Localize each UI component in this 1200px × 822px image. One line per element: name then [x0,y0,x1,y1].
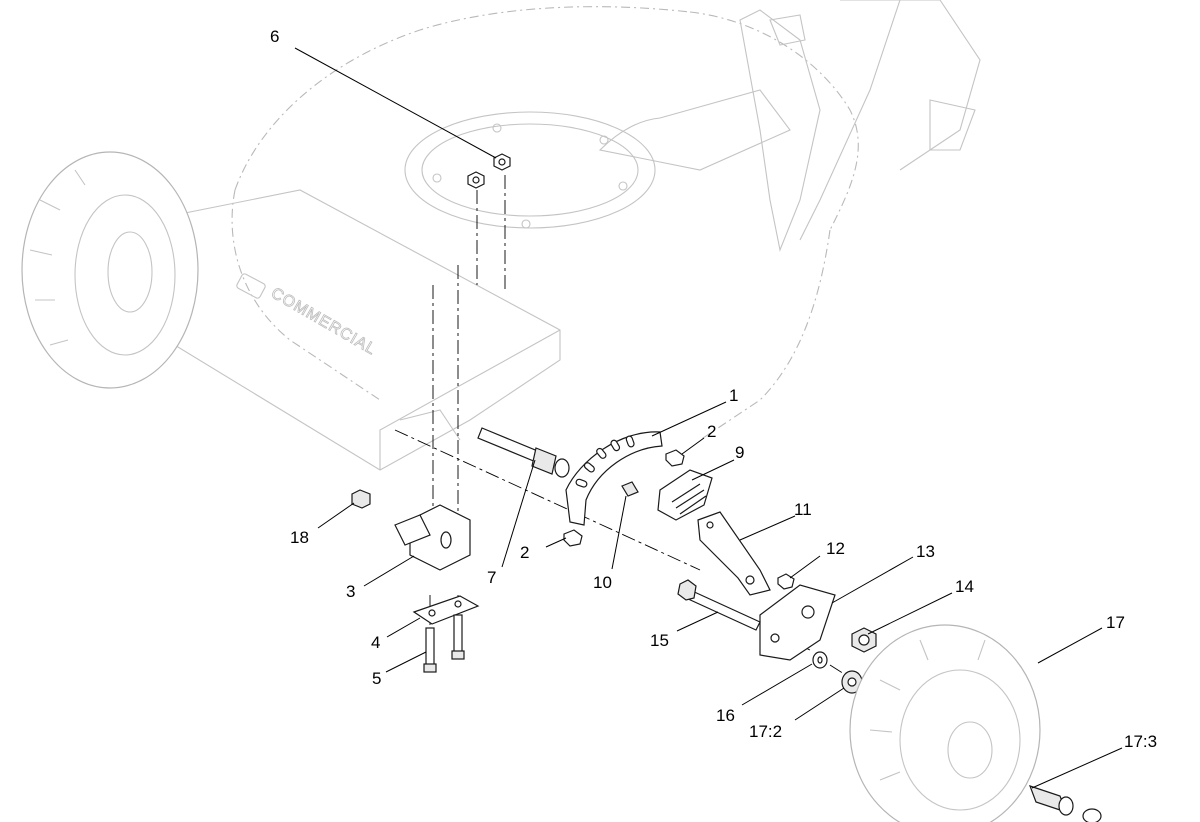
part-2-bolts [563,449,685,547]
callout-16: 16 [716,706,735,725]
callout-6: 6 [270,27,279,46]
callout-15: 15 [650,631,669,650]
front-beam: COMMERCIAL [149,189,561,471]
blade-housing-ring [404,111,656,229]
part-9-grip [657,469,713,521]
callout-18: 18 [290,528,309,547]
part-3-block [394,504,471,571]
callout-3: 3 [346,582,355,601]
callout-10: 10 [593,573,612,592]
part-18-nut [351,489,371,509]
part-5-bolts [423,614,465,673]
callout-17-2: 17:2 [749,722,782,741]
callout-12: 12 [826,539,845,558]
mower-deck-outline [231,0,981,441]
callout-9: 9 [735,443,744,462]
callout-11: 11 [794,500,812,519]
part-6-nuts [467,153,511,189]
part-17-3-bushing [1028,785,1102,822]
callout-13: 13 [916,542,935,561]
callout-7: 7 [487,568,496,587]
callout-17: 17 [1106,613,1125,632]
part-14-nut [851,627,877,653]
callout-14: 14 [955,577,974,596]
callout-5: 5 [372,669,381,688]
part-1-height-bracket [565,431,663,526]
callout-2-upper: 2 [707,422,716,441]
part-13-wheel-plate [759,584,836,661]
callout-labels: 6 1 2 9 11 12 13 14 17 15 16 17:2 17:3 7… [270,27,1157,751]
part-4-plate [412,595,480,625]
callout-17-3: 17:3 [1124,732,1157,751]
callout-2-lower: 2 [520,543,529,562]
part-15-long-bolt [677,579,761,631]
callout-4: 4 [371,633,380,652]
part-16-washer [812,651,828,669]
part-17-2-spacer [841,670,863,694]
brand-commercial-text: COMMERCIAL [268,285,379,359]
rear-wheel-ghost [21,151,199,389]
callout-1: 1 [729,386,738,405]
part-7-axle-bolt [477,427,570,478]
part-11-lever [697,511,771,596]
part-10-clip [621,481,639,497]
leader-lines [294,47,1123,789]
part-17-front-wheel [849,624,1041,822]
